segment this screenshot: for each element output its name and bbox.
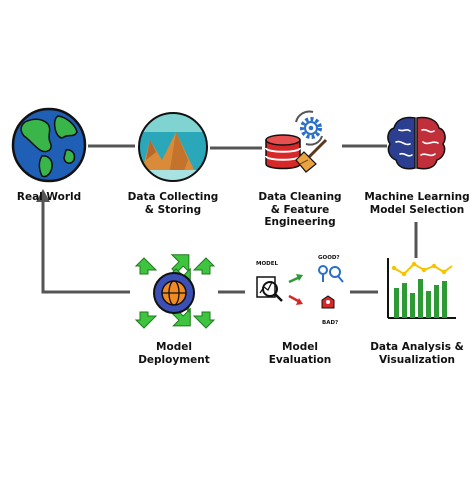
good-tag: GOOD? [318, 255, 340, 261]
gear-icon [295, 110, 323, 146]
label-model-evaluation: Model Evaluation [268, 341, 332, 366]
label-ml-selection: Machine Learning Model Selection [364, 191, 470, 216]
label-real-world: Real World [16, 191, 82, 203]
brain-icon [387, 116, 446, 170]
label-data-collecting: Data Collecting & Storing [127, 191, 219, 216]
chart-icon [387, 258, 456, 319]
label-data-cleaning: Data Cleaning & Feature Engineering [258, 191, 342, 228]
bad-icon [321, 295, 335, 309]
label-data-analysis: Data Analysis & Visualization [370, 341, 464, 366]
bad-tag: BAD? [322, 320, 338, 326]
good-icon [318, 265, 344, 283]
evaluation-icon: MODEL GOOD? BAD? [256, 255, 344, 326]
arrowhead-up [36, 189, 50, 202]
globe-icon [11, 107, 87, 183]
deployment-globe-icon [134, 254, 216, 329]
model-tag: MODEL [256, 261, 278, 267]
landscape-icon [138, 112, 208, 182]
label-model-deployment: Model Deployment [138, 341, 210, 366]
database-broom-icon [265, 110, 328, 173]
database-icon [265, 134, 301, 170]
magnifier-chart-icon [256, 276, 283, 302]
connector-deployment-realworld [41, 200, 130, 294]
chart-bars [394, 279, 447, 318]
broom-icon [295, 138, 328, 173]
connector-lines [41, 144, 418, 294]
